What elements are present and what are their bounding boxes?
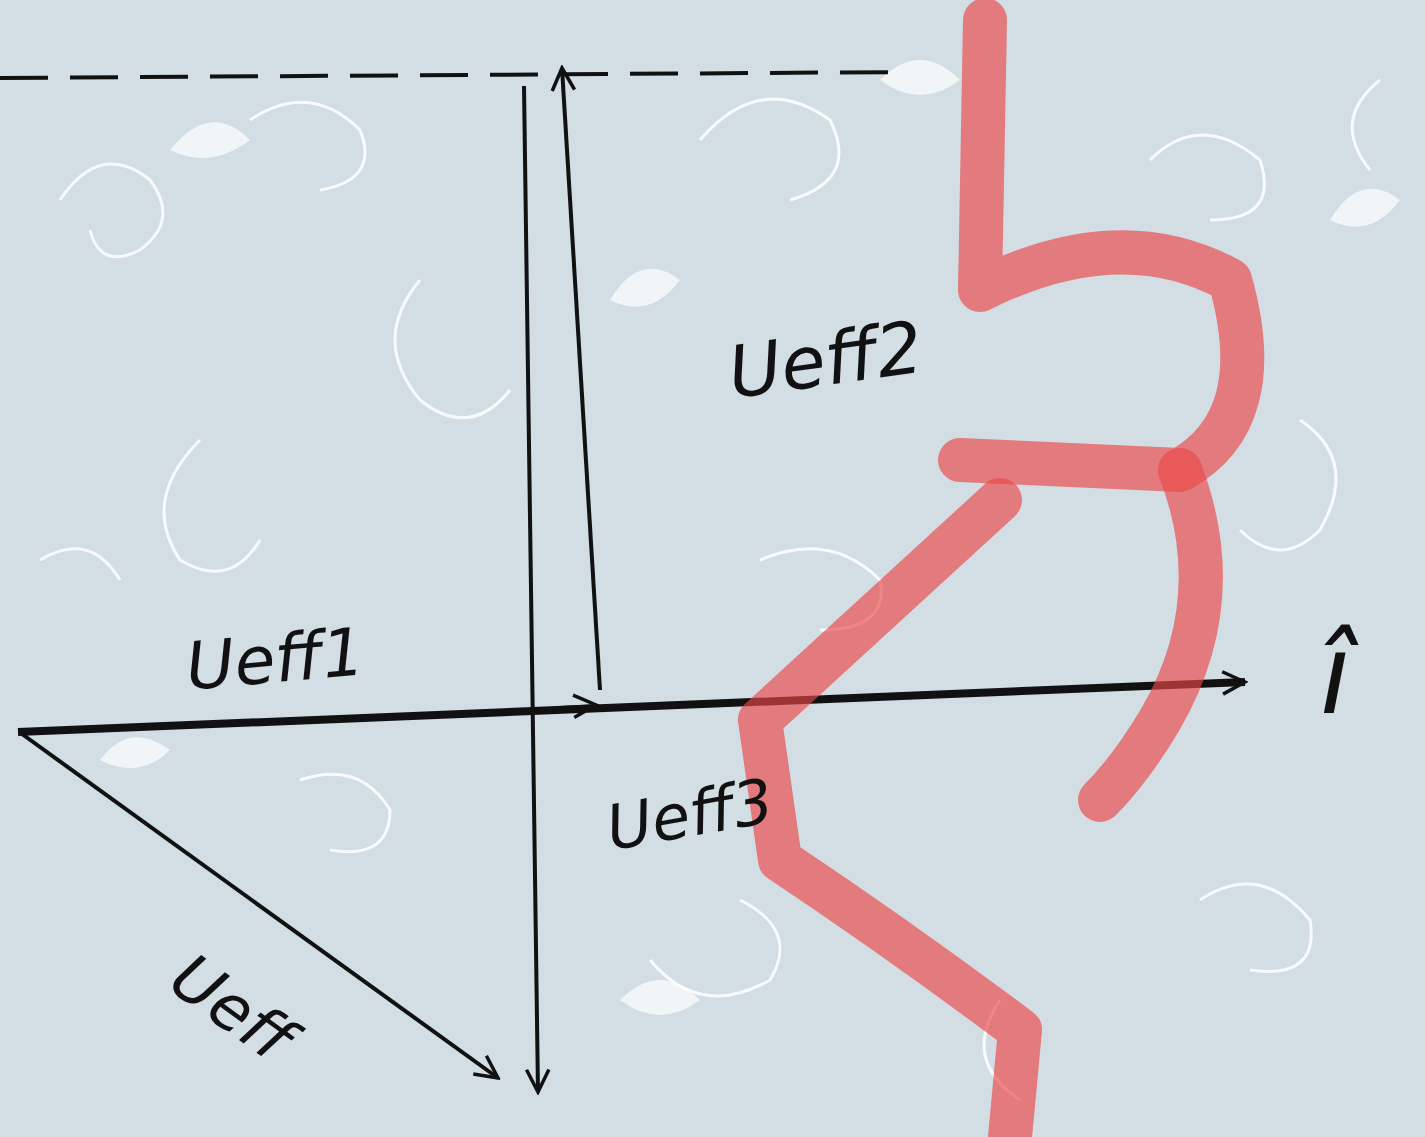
floral-leaves <box>100 60 1400 1015</box>
ueff2-vector <box>562 68 600 690</box>
floral-pattern <box>40 80 1380 1100</box>
vector-label: Ueff1 <box>183 619 367 700</box>
red-marker-scribble <box>760 20 1242 1137</box>
vector-label: Ueff2 <box>724 311 927 409</box>
ueff-vector <box>22 734 498 1078</box>
ueff1-arrowhead <box>560 705 596 707</box>
ueff3-vector <box>524 86 538 1092</box>
vector-label: Ueff <box>160 943 305 1073</box>
axis-label: î <box>1320 620 1351 730</box>
vector-label: Ueff3 <box>602 770 778 860</box>
dashed-reference-line <box>0 72 910 78</box>
